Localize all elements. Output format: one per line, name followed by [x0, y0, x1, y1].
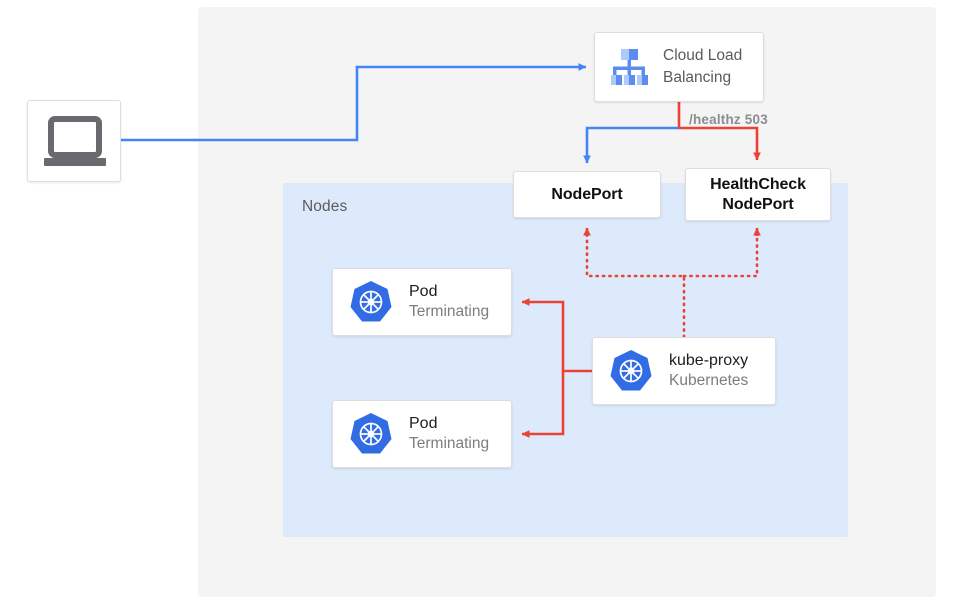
healthcheck-nodeport-label: HealthCheck NodePort — [710, 175, 806, 214]
hc-line-1: HealthCheck — [710, 175, 806, 193]
pod-text: Pod Terminating — [409, 282, 489, 322]
pod-title: Pod — [409, 414, 438, 432]
hc-line-2: NodePort — [722, 195, 794, 213]
pod-text: Pod Terminating — [409, 414, 489, 454]
pod-status: Terminating — [409, 303, 490, 321]
pod-card[interactable]: Pod Terminating — [332, 400, 512, 468]
cloud-load-balancing-card[interactable]: Cloud Load Balancing — [594, 32, 764, 102]
nodeport-label: NodePort — [551, 185, 623, 203]
pod-title: Pod — [409, 282, 438, 300]
clb-line-2: Balancing — [663, 69, 732, 86]
nodes-region-label: Nodes — [302, 198, 348, 215]
healthz-annotation: /healthz 503 — [689, 112, 768, 127]
client-card[interactable] — [27, 100, 121, 182]
kube-proxy-card[interactable]: kube-proxy Kubernetes — [592, 337, 776, 405]
kubernetes-icon — [350, 281, 392, 322]
kube-proxy-title: kube-proxy — [669, 351, 749, 369]
cloud-load-balancing-label: Cloud Load Balancing — [663, 45, 742, 89]
nodeport-card[interactable]: NodePort — [513, 171, 661, 218]
healthcheck-nodeport-card[interactable]: HealthCheck NodePort — [685, 168, 831, 221]
load-balancer-icon — [611, 49, 648, 85]
kube-proxy-subtitle: Kubernetes — [669, 372, 749, 390]
kube-proxy-text: kube-proxy Kubernetes — [669, 351, 748, 391]
pod-card[interactable]: Pod Terminating — [332, 268, 512, 336]
pod-status: Terminating — [409, 435, 490, 453]
kubernetes-icon — [350, 413, 392, 454]
kubernetes-icon — [610, 350, 652, 391]
laptop-icon — [44, 116, 106, 166]
clb-line-1: Cloud Load — [663, 47, 743, 64]
